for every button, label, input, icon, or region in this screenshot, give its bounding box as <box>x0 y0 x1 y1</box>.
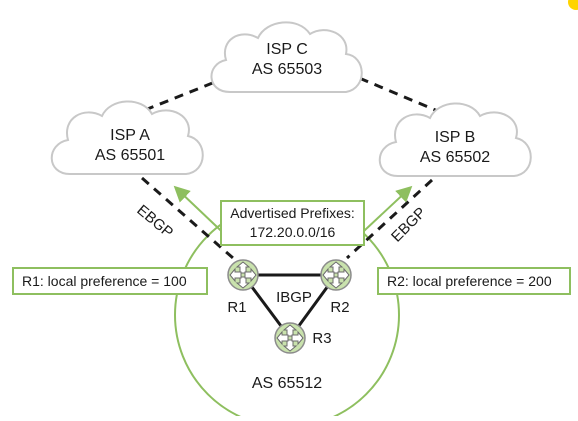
ebgp-label-left: EBGP <box>133 202 176 242</box>
cloud-icon <box>50 100 204 175</box>
router-r2: R2 <box>320 259 352 316</box>
local-preference-r2: R2: local preference = 200 <box>377 267 571 295</box>
isp-b-as: AS 65502 <box>420 149 490 166</box>
router-icon <box>274 322 306 354</box>
advertised-prefix-value: 172.20.0.0/16 <box>249 224 336 240</box>
cloud-isp-b: ISP B AS 65502 <box>378 102 532 177</box>
ebgp-label-right: EBGP <box>388 204 429 245</box>
isp-c-name: ISP C <box>266 41 308 58</box>
advertised-prefixes-box: Advertised Prefixes: 172.20.0.0/16 <box>220 200 365 246</box>
isp-a-as: AS 65501 <box>95 147 165 164</box>
advertised-prefixes-title: Advertised Prefixes: <box>230 205 355 221</box>
ibgp-label: IBGP <box>276 289 312 306</box>
router-r3-label: R3 <box>312 330 331 347</box>
router-r1-label: R1 <box>227 299 246 316</box>
local-preference-r1: R1: local preference = 100 <box>12 267 208 295</box>
router-icon <box>227 259 259 291</box>
router-icon <box>320 259 352 291</box>
router-r2-label: R2 <box>330 299 349 316</box>
cloud-icon <box>378 102 532 177</box>
isp-b-name: ISP B <box>435 129 476 146</box>
router-r3: R3 <box>274 322 332 354</box>
cloud-isp-a: ISP A AS 65501 <box>50 100 204 175</box>
isp-c-as: AS 65503 <box>252 61 322 78</box>
cloud-icon <box>210 21 363 93</box>
local-as-label: AS 65512 <box>252 375 322 392</box>
ebgp-link-left <box>141 176 234 260</box>
cloud-isp-c: ISP C AS 65503 <box>210 21 363 93</box>
router-r1: R1 <box>227 259 259 316</box>
isp-a-name: ISP A <box>110 127 150 144</box>
corner-indicator <box>568 0 578 10</box>
